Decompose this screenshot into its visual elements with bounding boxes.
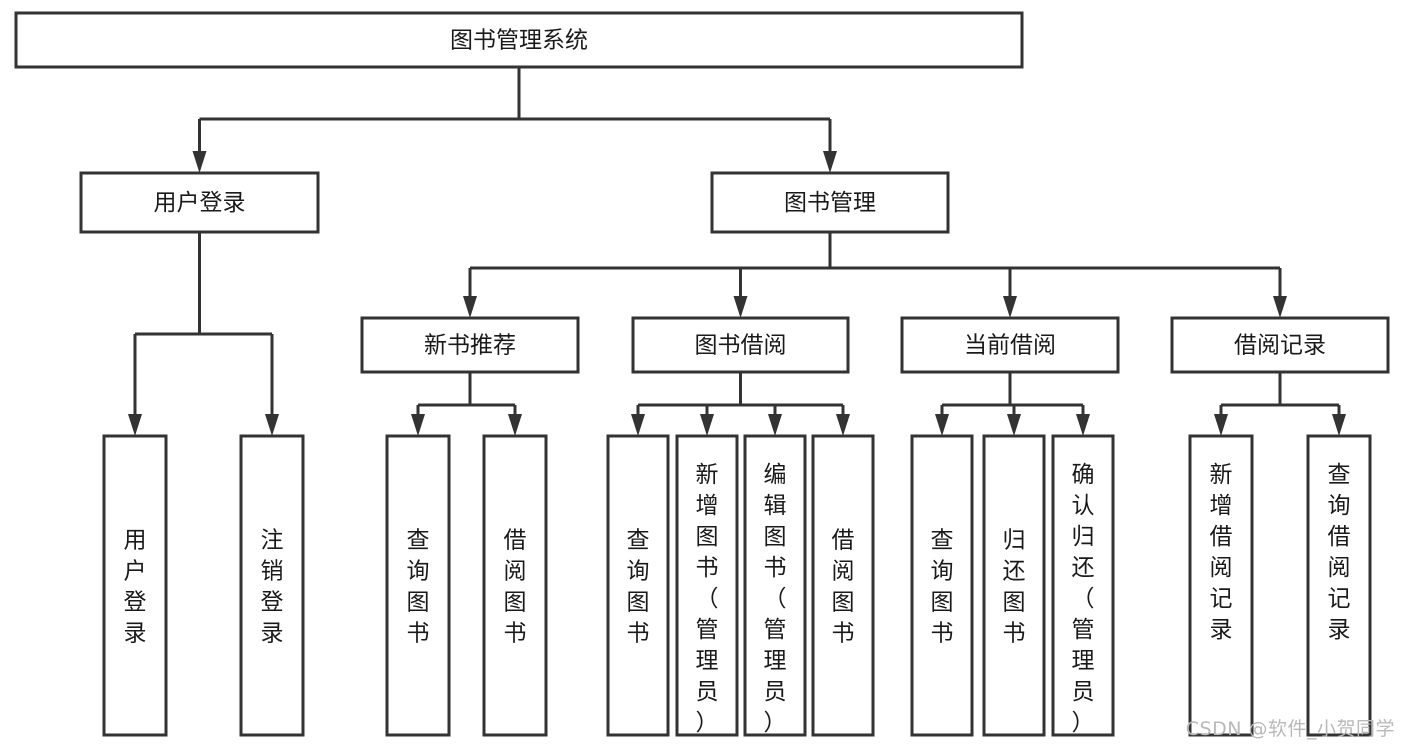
node-current-borrow[interactable]: 当前借阅 [900, 316, 1120, 374]
node-label-leaf-query-book-recommend: 查询图书 [407, 528, 430, 647]
node-leaf-query-book-current[interactable]: 查询图书 [910, 434, 974, 737]
node-box-leaf-borrow-book-recommend[interactable] [482, 434, 548, 737]
node-label-leaf-user-login: 用户登录 [124, 528, 147, 647]
node-box-leaf-query-book-borrow[interactable] [606, 434, 670, 737]
node-label-leaf-edit-book-admin: 编辑图书（管理员） [764, 462, 787, 736]
node-leaf-query-borrow-record[interactable]: 查询借阅记录 [1306, 434, 1372, 737]
node-root[interactable]: 图书管理系统 [14, 11, 1024, 69]
node-book-management[interactable]: 图书管理 [710, 171, 950, 234]
node-label-leaf-logout: 注销登录 [261, 528, 284, 647]
node-leaf-query-book-borrow[interactable]: 查询图书 [606, 434, 670, 737]
arrow-head-icon [700, 414, 714, 436]
arrow-head-icon [823, 151, 837, 173]
node-leaf-return-book[interactable]: 归还图书 [982, 434, 1046, 737]
arrow-head-icon [768, 414, 782, 436]
arrow-head-icon [192, 151, 207, 173]
node-leaf-confirm-return-admin[interactable]: 确认归还（管理员） [1051, 434, 1115, 737]
connector-user-login-to-leaves [128, 232, 279, 436]
node-leaf-add-borrow-record[interactable]: 新增借阅记录 [1188, 434, 1254, 737]
node-leaf-query-book-recommend[interactable]: 查询图书 [385, 434, 451, 737]
node-box-leaf-query-borrow-record[interactable] [1306, 434, 1372, 737]
arrow-head-icon [265, 414, 279, 436]
arrow-head-icon [1076, 414, 1090, 436]
node-leaf-logout[interactable]: 注销登录 [239, 434, 305, 737]
node-box-borrow-record[interactable] [1170, 316, 1390, 374]
arrow-head-icon [836, 414, 850, 436]
node-label-current-borrow: 当前借阅 [964, 333, 1056, 359]
node-new-book-recommend[interactable]: 新书推荐 [360, 316, 580, 374]
node-label-leaf-add-borrow-record: 新增借阅记录 [1210, 462, 1233, 643]
node-label-leaf-query-book-borrow: 查询图书 [627, 528, 650, 647]
arrow-head-icon [128, 414, 142, 436]
node-label-user-login: 用户登录 [154, 190, 246, 216]
node-leaf-edit-book-admin[interactable]: 编辑图书（管理员） [743, 434, 807, 737]
node-box-new-book-recommend[interactable] [360, 316, 580, 374]
node-book-borrow[interactable]: 图书借阅 [631, 316, 850, 374]
connector-layer [128, 67, 1346, 436]
arrow-head-icon [1214, 414, 1228, 436]
arrow-head-icon [733, 296, 748, 318]
connector-borrow-record-to-leaves [1214, 372, 1346, 436]
node-box-leaf-borrow-book[interactable] [811, 434, 875, 737]
node-box-book-borrow[interactable] [631, 316, 850, 374]
node-box-leaf-query-book-recommend[interactable] [385, 434, 451, 737]
node-label-leaf-add-book-admin: 新增图书（管理员） [696, 462, 719, 736]
node-leaf-borrow-book[interactable]: 借阅图书 [811, 434, 875, 737]
node-box-leaf-edit-book-admin[interactable] [743, 434, 807, 737]
node-label-book-borrow: 图书借阅 [695, 333, 787, 359]
arrow-head-icon [1003, 296, 1017, 318]
node-box-leaf-return-book[interactable] [982, 434, 1046, 737]
arrow-head-icon [1273, 296, 1287, 318]
node-box-leaf-confirm-return-admin[interactable] [1051, 434, 1115, 737]
node-label-leaf-query-book-current: 查询图书 [931, 528, 954, 647]
connector-root-to-level2 [192, 67, 837, 173]
connector-new-book-recommend-to-leaves [411, 372, 522, 436]
node-box-root[interactable] [14, 11, 1024, 69]
node-label-leaf-query-borrow-record: 查询借阅记录 [1328, 462, 1351, 643]
connector-current-borrow-to-leaves [935, 372, 1090, 436]
arrow-head-icon [631, 414, 645, 436]
node-label-new-book-recommend: 新书推荐 [424, 333, 516, 359]
node-leaf-borrow-book-recommend[interactable]: 借阅图书 [482, 434, 548, 737]
node-user-login[interactable]: 用户登录 [79, 171, 320, 234]
node-box-book-management[interactable] [710, 171, 950, 234]
node-box-leaf-add-borrow-record[interactable] [1188, 434, 1254, 737]
node-box-user-login[interactable] [79, 171, 320, 234]
node-label-leaf-confirm-return-admin: 确认归还（管理员） [1072, 462, 1095, 736]
node-box-current-borrow[interactable] [900, 316, 1120, 374]
node-box-leaf-logout[interactable] [239, 434, 305, 737]
node-label-leaf-return-book: 归还图书 [1003, 528, 1026, 647]
node-layer: 图书管理系统用户登录图书管理新书推荐图书借阅当前借阅借阅记录用户登录注销登录查询… [14, 11, 1390, 737]
node-label-leaf-borrow-book: 借阅图书 [832, 528, 855, 647]
node-label-book-management: 图书管理 [784, 190, 876, 216]
node-box-leaf-user-login[interactable] [102, 434, 168, 737]
node-leaf-user-login[interactable]: 用户登录 [102, 434, 168, 737]
arrow-head-icon [1332, 414, 1346, 436]
arrow-head-icon [935, 414, 949, 436]
connector-book-management-to-level3 [463, 232, 1287, 318]
node-label-borrow-record: 借阅记录 [1234, 333, 1326, 359]
connector-book-borrow-to-leaves [631, 372, 850, 436]
arrow-head-icon [463, 296, 477, 318]
node-box-leaf-add-book-admin[interactable] [675, 434, 739, 737]
node-label-leaf-borrow-book-recommend: 借阅图书 [504, 528, 527, 647]
arrow-head-icon [411, 414, 425, 436]
node-box-leaf-query-book-current[interactable] [910, 434, 974, 737]
arrow-head-icon [508, 414, 522, 436]
arrow-head-icon [1007, 414, 1021, 436]
node-label-root: 图书管理系统 [450, 28, 588, 54]
node-borrow-record[interactable]: 借阅记录 [1170, 316, 1390, 374]
node-leaf-add-book-admin[interactable]: 新增图书（管理员） [675, 434, 739, 737]
